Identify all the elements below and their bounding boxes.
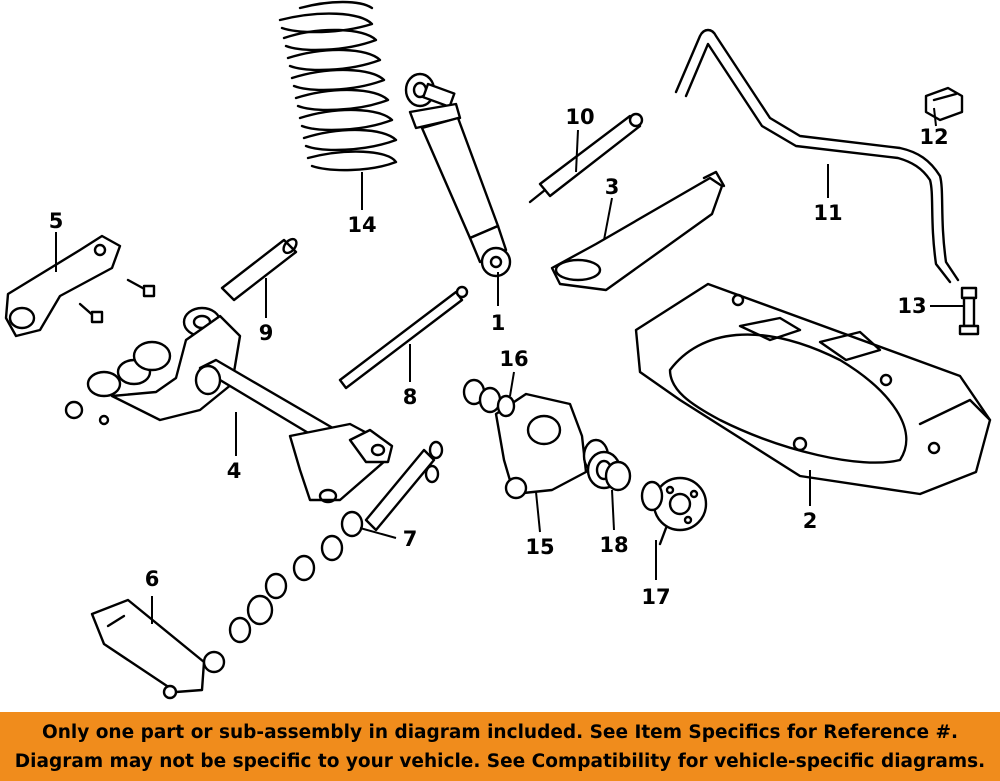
- callout-12: 12: [919, 125, 948, 149]
- rod-10-part: [528, 112, 644, 204]
- bracket-6-part: [90, 598, 226, 700]
- disclaimer-line-1: Only one part or sub-assembly in diagram…: [41, 722, 959, 743]
- bracket-5-part: [4, 234, 156, 338]
- callout-9: 9: [259, 321, 274, 345]
- callout-16: 16: [499, 347, 528, 371]
- callout-13: 13: [897, 294, 926, 318]
- hub-17-part: [640, 476, 708, 546]
- callout-6: 6: [145, 567, 160, 591]
- callout-14: 14: [347, 213, 376, 237]
- callout-17: 17: [641, 585, 670, 609]
- callout-10: 10: [565, 105, 594, 129]
- disclaimer-line-2: Diagram may not be specific to your vehi…: [14, 751, 986, 772]
- trailing-arm-part: [550, 170, 726, 292]
- crossmember-part: [634, 282, 992, 496]
- pin-9-part: [220, 237, 298, 302]
- callout-7: 7: [403, 527, 418, 551]
- callout-1: 1: [491, 311, 506, 335]
- axle-beam-part: [64, 306, 394, 504]
- rod-8-part: [338, 285, 469, 390]
- callout-11: 11: [813, 201, 842, 225]
- bushing-stack-7-part: [228, 440, 444, 644]
- coil-spring-part: [278, 0, 398, 172]
- end-link-13-part: [958, 286, 980, 336]
- suspension-parts-diagram: 1 2 3 4 5 6 7 8 9 10 11 12 13 14 15 16 1…: [4, 0, 992, 700]
- callout-3: 3: [605, 175, 620, 199]
- callout-18: 18: [599, 533, 628, 557]
- callout-leaders: [55, 107, 964, 624]
- sway-bar-part: [674, 28, 960, 284]
- bushing-12-part: [924, 86, 964, 122]
- callout-4: 4: [227, 459, 242, 483]
- shock-absorber-part: [404, 72, 512, 278]
- callout-8: 8: [403, 385, 418, 409]
- callout-15: 15: [525, 535, 554, 559]
- washer-16-part: [462, 378, 516, 418]
- callout-2: 2: [803, 509, 818, 533]
- disclaimer-banner: Only one part or sub-assembly in diagram…: [0, 712, 1000, 781]
- bearing-18-part: [586, 450, 632, 492]
- callout-5: 5: [49, 209, 64, 233]
